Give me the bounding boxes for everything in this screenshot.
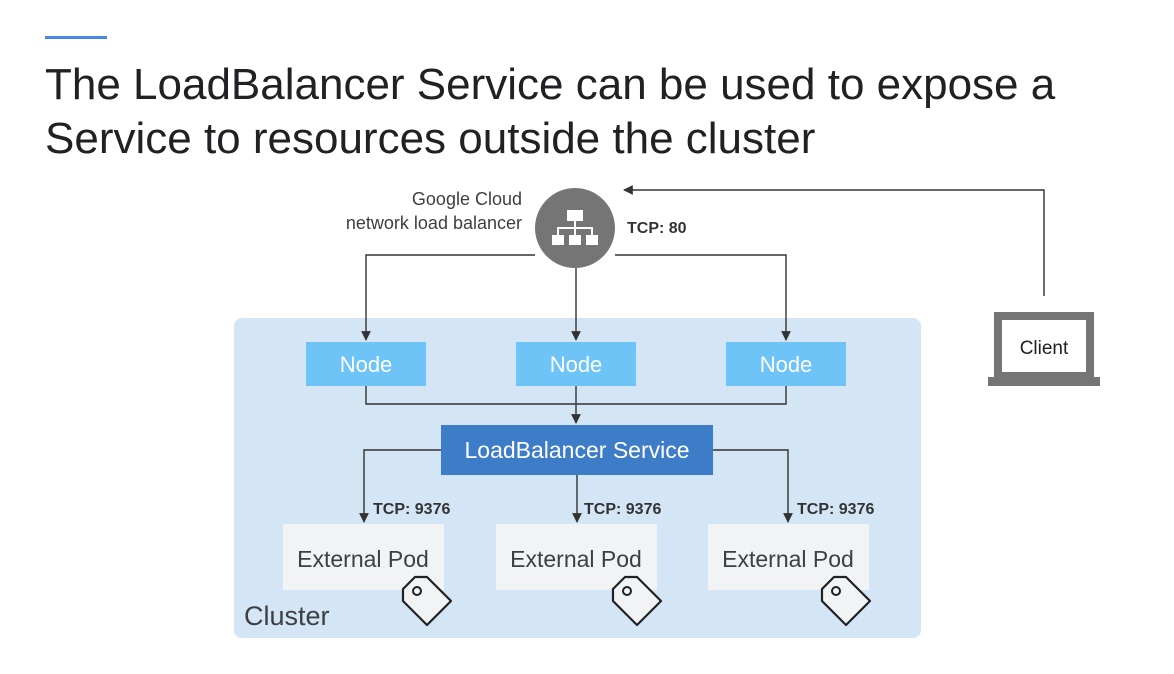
lb-to-node-1-arrow: [361, 254, 535, 341]
node-1: Node: [306, 342, 426, 386]
pod-1-port-label: TCP: 9376: [373, 501, 450, 518]
lb-label-line-1: Google Cloud: [412, 189, 522, 209]
service-to-pod-1-arrow: [359, 449, 441, 523]
pod-1-tag-icon: [401, 575, 453, 627]
accent-rule: [45, 36, 107, 39]
lb-label-line-2: network load balancer: [346, 213, 522, 233]
node-3-label: Node: [760, 352, 813, 377]
pod-2: External Pod: [496, 524, 657, 590]
pod-3-port-label: TCP: 9376: [797, 501, 874, 518]
pod-1-label: External Pod: [297, 546, 429, 572]
node-1-label: Node: [340, 352, 393, 377]
pod-3-tag-icon: [820, 575, 872, 627]
cluster-label: Cluster: [244, 601, 330, 631]
service-label: LoadBalancer Service: [464, 437, 689, 463]
node-3: Node: [726, 342, 846, 386]
client-to-lb-arrow: [623, 185, 1045, 296]
laptop-icon: [988, 312, 1100, 386]
node-2: Node: [516, 342, 636, 386]
lb-to-node-3-arrow: [615, 254, 791, 341]
lb-port-label: TCP: 80: [627, 220, 687, 237]
loadbalancer-service: LoadBalancer Service: [441, 425, 713, 475]
pod-2-tag-icon: [611, 575, 663, 627]
load-balancer-icon: [535, 188, 615, 268]
slide-title: The LoadBalancer Service can be used to …: [45, 58, 1145, 166]
slide-title-line-1: The LoadBalancer Service can be used to …: [45, 60, 1056, 109]
pod-3-label: External Pod: [722, 546, 854, 572]
pod-2-port-label: TCP: 9376: [584, 501, 661, 518]
pod-2-label: External Pod: [510, 546, 642, 572]
client-label: Client: [1020, 338, 1069, 359]
slide-title-line-2: Service to resources outside the cluster: [45, 114, 816, 163]
node-2-label: Node: [550, 352, 603, 377]
service-to-pod-3-arrow: [713, 449, 793, 523]
